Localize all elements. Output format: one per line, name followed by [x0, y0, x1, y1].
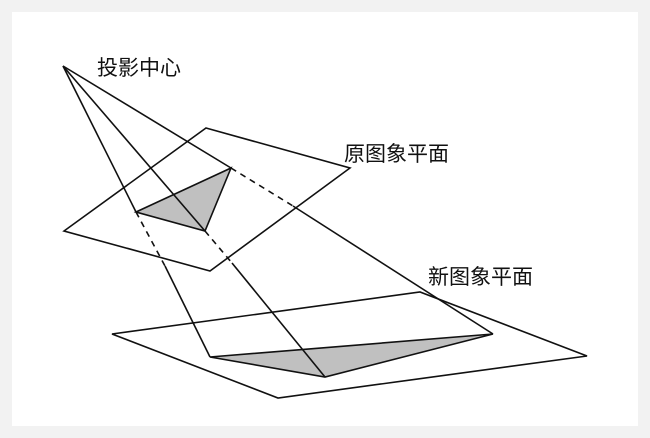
- new-triangle: [209, 333, 494, 378]
- ray-c-lower: [231, 262, 326, 378]
- ray-a-lower: [164, 265, 211, 358]
- new-image-plane: [111, 291, 588, 399]
- new-plane-label: 新图象平面: [428, 265, 533, 289]
- ray-b-hidden: [230, 167, 294, 207]
- ray-b-upper: [62, 65, 232, 169]
- ray-a-upper: [62, 65, 137, 213]
- original-plane-label: 原图象平面: [344, 142, 449, 166]
- ray-c-hidden: [204, 230, 233, 264]
- original-image-plane: [62, 127, 352, 272]
- ray-c-upper: [62, 65, 206, 232]
- ray-b-lower: [292, 205, 494, 335]
- original-triangle: [133, 166, 233, 232]
- projection-center-label: 投影中心: [97, 56, 181, 80]
